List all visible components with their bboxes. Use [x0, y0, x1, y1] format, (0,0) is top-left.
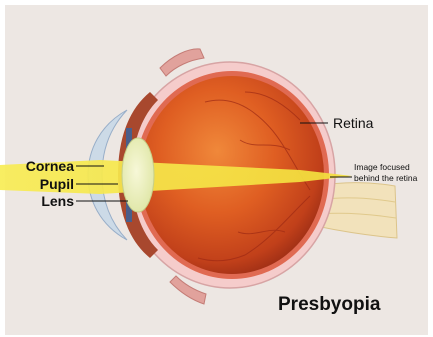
diagram-title: Presbyopia [278, 294, 381, 315]
pupil-label: Pupil [40, 176, 74, 192]
focus-label-line1: Image focused [354, 162, 410, 172]
focus-label-line2: behind the retina [354, 173, 418, 183]
lens-label: Lens [41, 193, 74, 209]
retina-label: Retina [333, 115, 374, 131]
cornea-label: Cornea [26, 158, 74, 174]
